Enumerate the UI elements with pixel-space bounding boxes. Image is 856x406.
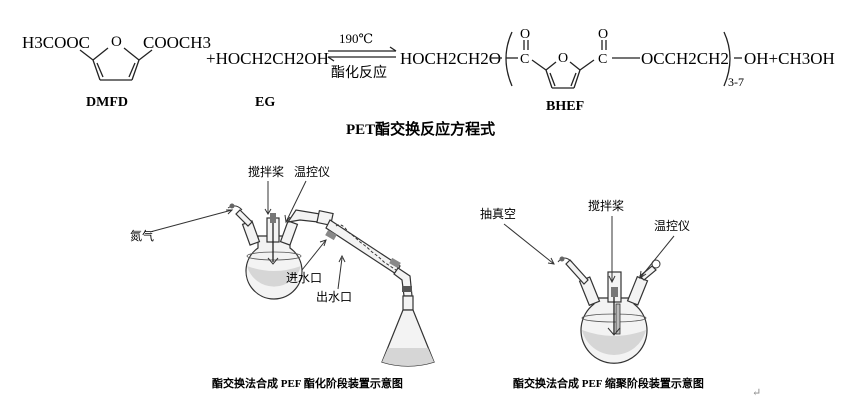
dmfd-structure: H3COOC COOCH3 O DMFD xyxy=(22,33,211,110)
dmfd-label: DMFD xyxy=(86,95,128,110)
dmfd-ring-oxygen: O xyxy=(111,34,122,50)
left-label-nitrogen: 氮气 xyxy=(130,228,154,243)
left-stirrer xyxy=(267,213,279,265)
carbonyl-carbon-left: C xyxy=(520,52,529,67)
carbonyl-carbon-right: C xyxy=(598,52,607,67)
condition-temperature: 190℃ xyxy=(339,31,373,46)
right-label-stirrer: 搅拌桨 xyxy=(588,198,624,213)
apparatus-left: 搅拌桨 温控仪 氮气 进水口 出水口 酯交换法合成 PEF 酯化阶段装置示意图 xyxy=(130,164,435,390)
return-mark: ↵ xyxy=(752,387,761,399)
left-nitrogen-inlet xyxy=(227,203,253,227)
reaction-arrow: 190℃ 酯化反应 xyxy=(327,31,397,81)
eg-label: EG xyxy=(255,95,275,110)
left-caption: 酯交换法合成 PEF 酯化阶段装置示意图 xyxy=(212,376,403,390)
reaction-equation: H3COOC COOCH3 O DMFD +HOCH2CH2OH EG 190℃ xyxy=(22,27,835,138)
repeat-subscript: 3-7 xyxy=(728,75,744,89)
dmfd-right-group: COOCH3 xyxy=(143,33,211,52)
carbonyl-oxygen-right: O xyxy=(598,27,608,42)
condition-reaction-type: 酯化反应 xyxy=(331,64,387,81)
bhef-end-group: OH+CH3OH xyxy=(744,49,835,68)
right-thermometer-adapter xyxy=(639,259,661,281)
bhef-left-group: HOCH2CH2O xyxy=(400,49,501,68)
right-label-vacuum: 抽真空 xyxy=(480,207,516,221)
bhef-structure: HOCH2CH2O O C O O C xyxy=(400,27,835,114)
left-round-bottom-flask xyxy=(241,217,303,300)
left-receiving-flask xyxy=(381,295,435,367)
bhef-chain-group: OCCH2CH2 xyxy=(641,49,729,68)
right-vacuum-adapter xyxy=(557,256,589,285)
carbonyl-oxygen-left: O xyxy=(520,27,530,42)
eg-formula: +HOCH2CH2OH xyxy=(206,49,329,68)
bhef-ring-oxygen: O xyxy=(558,51,568,66)
left-label-stirrer: 搅拌桨 xyxy=(248,164,284,179)
eg-structure: +HOCH2CH2OH EG xyxy=(206,49,329,110)
bhef-label: BHEF xyxy=(546,99,584,114)
equation-title: PET酯交换反应方程式 xyxy=(346,120,495,138)
dmfd-left-group: H3COOC xyxy=(22,33,90,52)
right-label-thermometer: 温控仪 xyxy=(654,219,690,233)
right-caption: 酯交换法合成 PEF 缩聚阶段装置示意图 xyxy=(513,376,704,390)
left-label-water-outlet: 出水口 xyxy=(316,290,352,304)
apparatus-right: 抽真空 搅拌桨 温控仪 酯交换法合成 PEF 缩聚阶段装置示意图 ↵ xyxy=(480,198,761,399)
left-label-water-inlet: 进水口 xyxy=(286,271,322,285)
left-label-thermometer: 温控仪 xyxy=(294,165,330,179)
right-stirrer xyxy=(607,287,621,336)
left-condenser xyxy=(286,209,413,297)
